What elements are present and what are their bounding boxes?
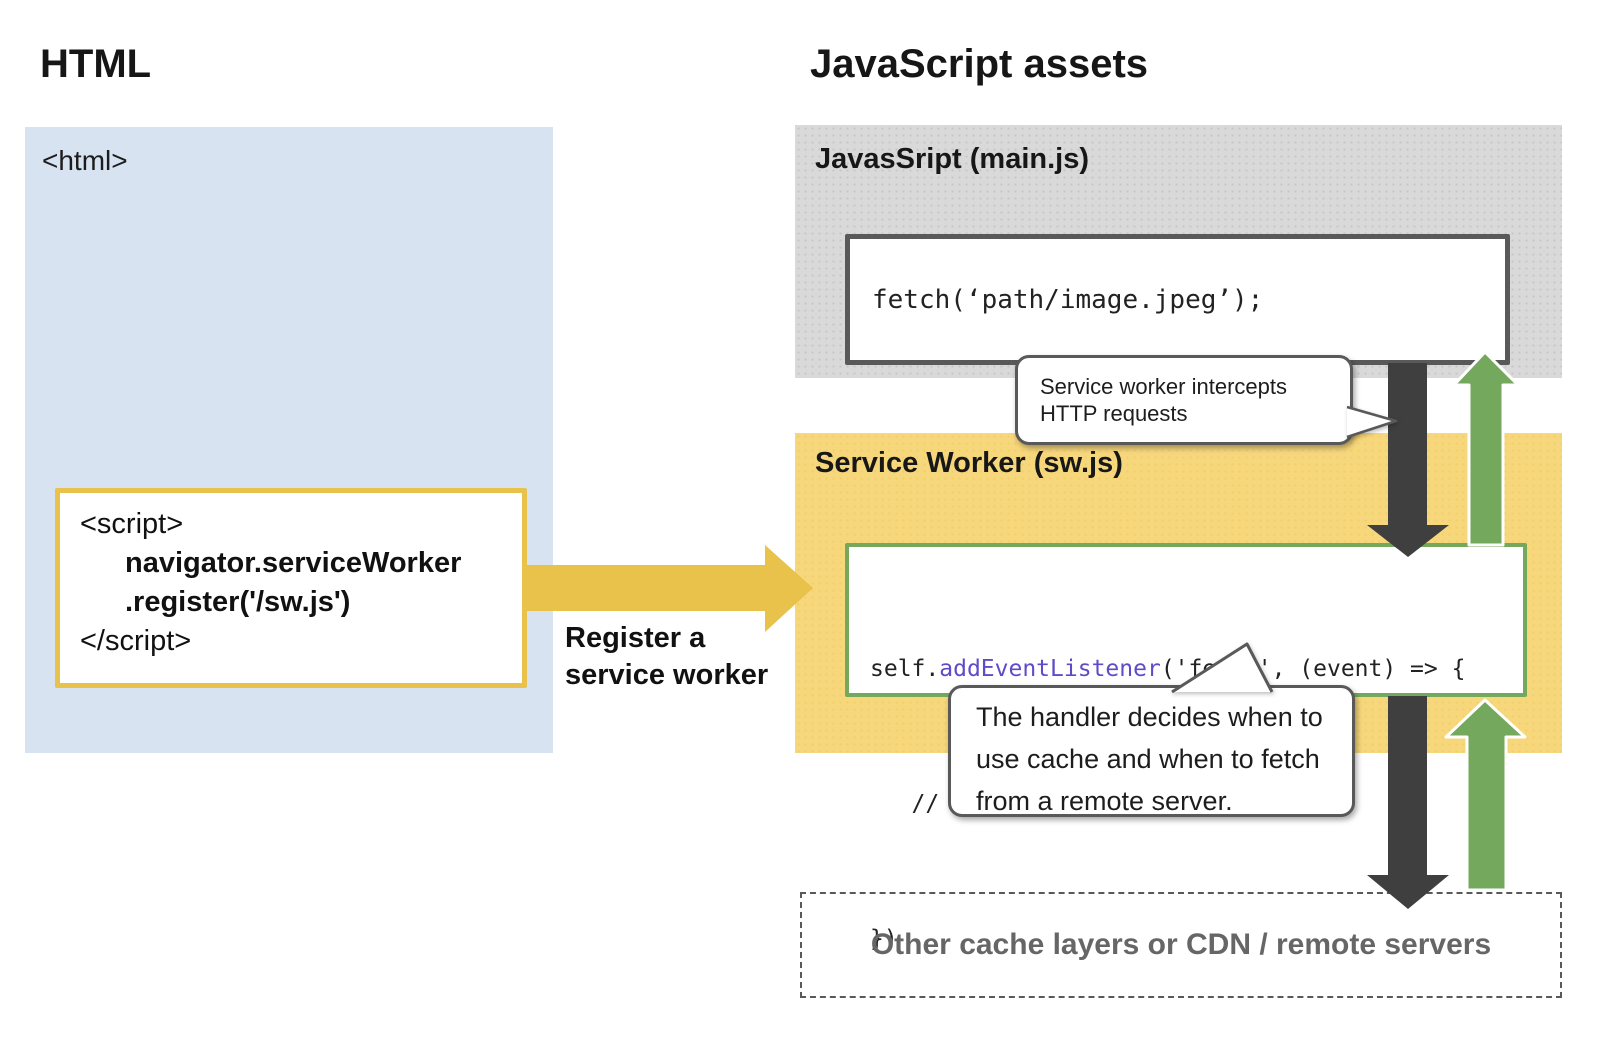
register-script-box: <script> navigator.serviceWorker .regist… [55,488,527,688]
heading-html: HTML [40,42,152,86]
request-down-arrow-upper-icon [1367,363,1449,557]
main-js-panel-title: JavasSript (main.js) [815,143,1089,175]
register-label-line1: Register a [565,622,706,654]
remote-servers-label: Other cache layers or CDN / remote serve… [870,928,1492,961]
service-worker-code-box: self.addEventListener('fetch', (event) =… [845,543,1527,952]
intercept-callout-bubble: Service worker intercepts HTTP requests [1015,355,1398,445]
html-open-tag-label: <html> [42,145,128,176]
script-code-register: .register('/sw.js') [125,586,351,618]
intercept-callout-tail-icon [1346,405,1398,439]
response-up-arrow-upper-icon [1452,350,1520,547]
handler-callout-line3: from a remote server. [976,786,1233,816]
handler-callout-line2: use cache and when to fetch [976,744,1320,774]
sw-code-line3: }) [870,926,898,952]
request-down-arrow-lower-icon [1367,696,1449,909]
sw-code-addeventlistener: addEventListener [939,656,1161,682]
handler-callout-tail-icon [1171,642,1274,694]
intercept-callout-line2: HTTP requests [1040,401,1188,426]
response-up-arrow-lower-icon [1444,698,1527,892]
sw-code-self: self. [870,656,940,682]
register-label-line2: service worker [565,659,769,691]
script-close-tag: </script> [80,625,192,657]
remote-servers-box: Other cache layers or CDN / remote serve… [800,892,1562,998]
register-arrow-icon [523,545,813,632]
fetch-code-text: fetch(‘path/image.jpeg’); [872,284,1264,315]
register-arrow-label: Register a service worker [565,620,768,694]
service-worker-panel-title: Service Worker (sw.js) [815,447,1123,479]
handler-callout-line1: The handler decides when to [976,702,1323,732]
handler-callout-bubble: The handler decides when to use cache an… [948,642,1355,817]
script-open-tag: <script> [80,508,184,540]
heading-javascript-assets: JavaScript assets [810,42,1149,86]
script-code-navigator: navigator.serviceWorker [125,547,462,579]
fetch-code-box: fetch(‘path/image.jpeg’); [845,234,1510,365]
intercept-callout-line1: Service worker intercepts [1040,374,1287,399]
